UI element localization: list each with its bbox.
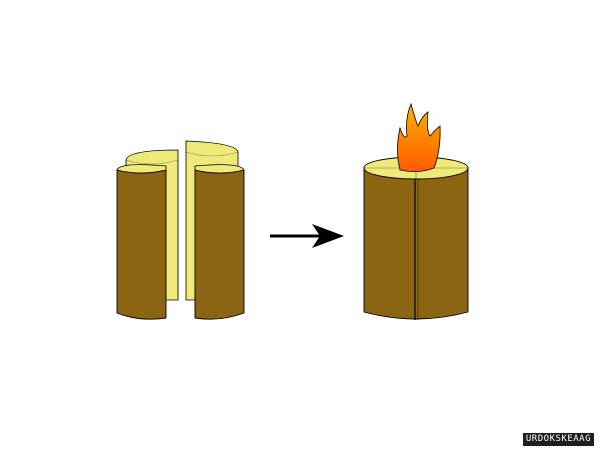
- split-log-front-left-piece: [116, 164, 167, 320]
- flame-icon: [397, 102, 441, 172]
- burning-log-body: [363, 167, 469, 320]
- watermark-label: URDOKSKEAAG: [522, 433, 594, 446]
- arrow-right-icon: [270, 224, 344, 248]
- split-log-front-right-piece: [194, 164, 245, 320]
- burning-log: [363, 102, 469, 320]
- split-log: [116, 140, 245, 320]
